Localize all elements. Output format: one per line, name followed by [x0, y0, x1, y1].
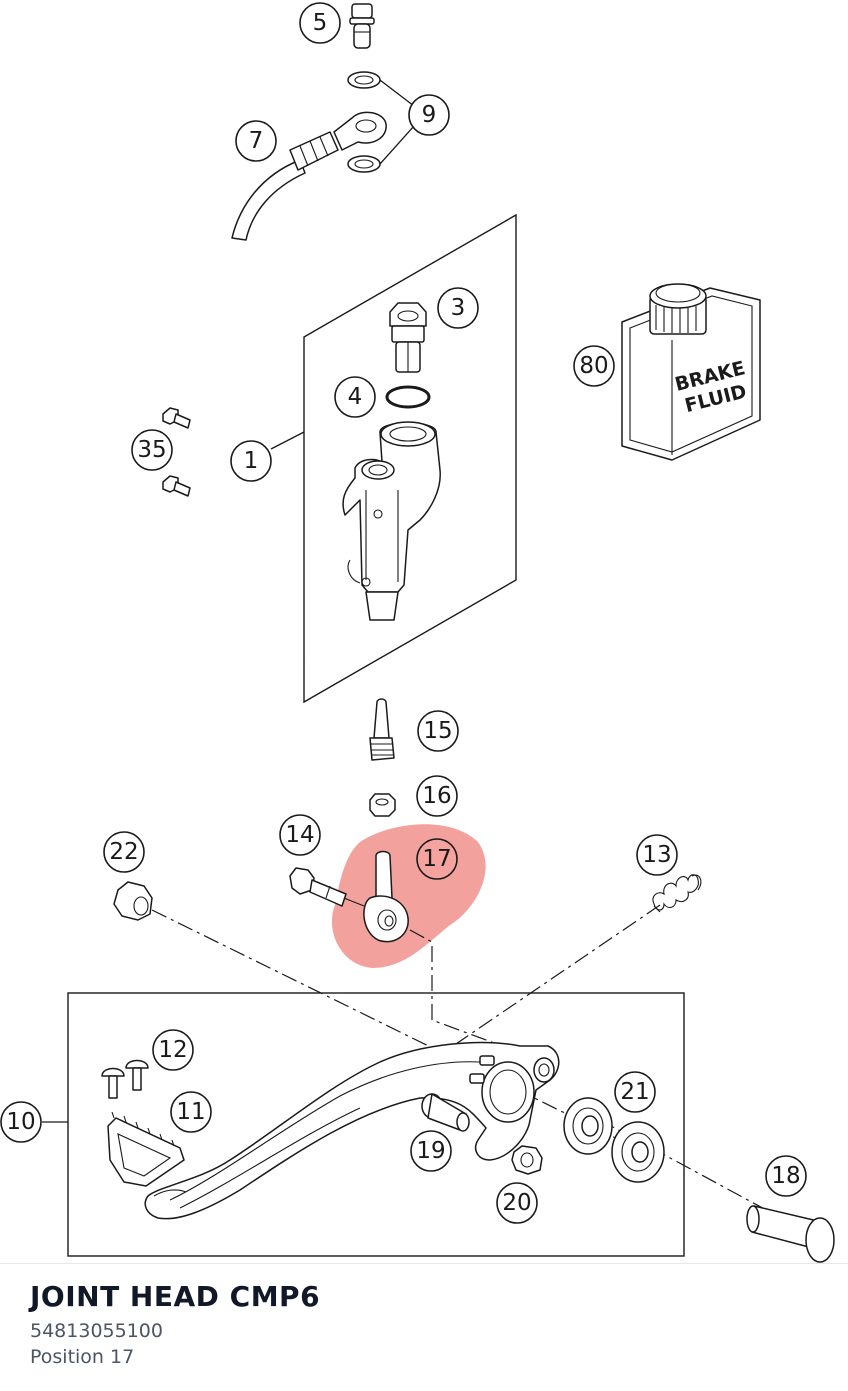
callout-22[interactable]: 22	[103, 831, 145, 873]
pivot-bolt-part-18[interactable]	[746, 1205, 835, 1263]
callout-80[interactable]: 80	[573, 345, 615, 387]
nut-part-22[interactable]	[113, 881, 153, 921]
callout-7[interactable]: 7	[235, 120, 277, 162]
callout-11[interactable]: 11	[170, 1091, 212, 1133]
part-position: Position 17	[30, 1346, 135, 1368]
callout-19[interactable]: 19	[410, 1130, 452, 1172]
part-number: 54813055100	[30, 1320, 163, 1342]
selected-part-highlight	[331, 824, 486, 968]
callout-11-label: 11	[176, 1099, 205, 1125]
callout-21-label: 21	[620, 1079, 649, 1105]
master-cylinder-frame	[303, 213, 517, 704]
callout-12-label: 12	[158, 1037, 187, 1063]
callout-20-label: 20	[502, 1190, 531, 1216]
exploded-parts-diagram: BRAKE FLUID	[0, 2, 835, 1263]
callout-19-label: 19	[416, 1138, 445, 1164]
banjo-bolt-part-5[interactable]	[349, 3, 375, 49]
joint-head-part-17[interactable]	[343, 850, 409, 943]
screw-part-12[interactable]	[101, 1059, 149, 1099]
callout-20[interactable]: 20	[496, 1182, 538, 1224]
callout-5-label: 5	[313, 10, 328, 36]
callout-9-label: 9	[422, 102, 437, 128]
callout-16[interactable]: 16	[416, 775, 458, 817]
callout-3[interactable]: 3	[437, 287, 479, 329]
sealing-washer-part-9[interactable]	[347, 71, 381, 173]
brake-line-part-7[interactable]	[231, 111, 387, 241]
bearing-part-21[interactable]	[563, 1097, 665, 1183]
master-cylinder-part-1[interactable]	[342, 421, 441, 621]
brake-pedal-frame	[67, 992, 685, 1257]
callout-13-label: 13	[642, 842, 671, 868]
callout-7-label: 7	[249, 128, 264, 154]
callout-1-label: 1	[244, 448, 259, 474]
callout-35-label: 35	[137, 437, 166, 463]
bolt-part-14[interactable]	[289, 867, 347, 907]
callout-15-label: 15	[423, 718, 452, 744]
push-rod-part-15[interactable]	[369, 698, 395, 761]
callout-80-label: 80	[579, 353, 608, 379]
callout-18[interactable]: 18	[765, 1155, 807, 1197]
callout-15[interactable]: 15	[417, 710, 459, 752]
callout-17-label: 17	[422, 846, 451, 872]
nut-part-20[interactable]	[511, 1145, 543, 1175]
callout-22-label: 22	[109, 839, 138, 865]
pedal-step-plate-part-11[interactable]	[107, 1111, 185, 1187]
o-ring-part-4[interactable]	[385, 385, 431, 409]
callout-12[interactable]: 12	[152, 1029, 194, 1071]
callout-16-label: 16	[422, 783, 451, 809]
part-title: JOINT HEAD CMP6	[30, 1280, 321, 1313]
pin-part-19[interactable]	[421, 1093, 470, 1132]
callout-21[interactable]: 21	[614, 1071, 656, 1113]
callout-18-label: 18	[771, 1163, 800, 1189]
reservoir-cap-part-3[interactable]	[389, 302, 427, 373]
callout-4[interactable]: 4	[334, 376, 376, 418]
callout-17[interactable]: 17	[416, 838, 458, 880]
callout-9[interactable]: 9	[408, 94, 450, 136]
callout-3-label: 3	[451, 295, 466, 321]
callout-10-label: 10	[6, 1109, 35, 1135]
callout-4-label: 4	[348, 384, 363, 410]
brake-fluid-can-part-80[interactable]: BRAKE FLUID	[621, 283, 761, 461]
screw-part-35[interactable]	[162, 407, 191, 497]
callout-5[interactable]: 5	[299, 2, 341, 44]
callout-14-label: 14	[285, 822, 314, 848]
nut-part-16[interactable]	[369, 793, 396, 817]
return-spring-part-13[interactable]	[652, 874, 702, 913]
callout-1[interactable]: 1	[230, 440, 272, 482]
callout-10[interactable]: 10	[0, 1101, 42, 1143]
brake-pedal-part-10[interactable]	[144, 1041, 560, 1220]
callout-13[interactable]: 13	[636, 834, 678, 876]
selected-part-panel: JOINT HEAD CMP6 54813055100 Position 17	[0, 1263, 848, 1391]
callout-14[interactable]: 14	[279, 814, 321, 856]
callout-35[interactable]: 35	[131, 429, 173, 471]
